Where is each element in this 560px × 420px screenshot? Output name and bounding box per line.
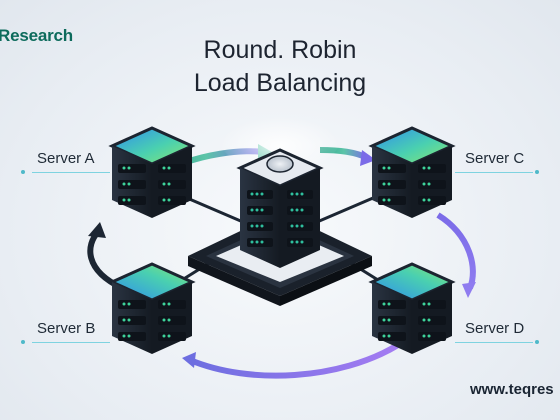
title-line-2: Load Balancing	[193, 69, 367, 97]
center-halo	[220, 110, 340, 170]
connector-to-server-c	[309, 193, 381, 227]
arrow-head-top-right-icon	[360, 150, 376, 166]
load-balancer-tower-icon	[236, 148, 324, 268]
diagram-title: Round. Robin Load Balancing	[0, 34, 560, 100]
server-c-icon	[368, 126, 456, 218]
title-line-1: Round. Robin	[203, 36, 357, 64]
brand-logo-text: Research	[0, 26, 73, 45]
server-b-label-dot	[21, 340, 25, 344]
server-b-label-line	[32, 342, 110, 343]
server-c-label-line	[455, 172, 533, 173]
server-c-label-dot	[535, 170, 539, 174]
server-d-label: Server D	[465, 320, 525, 337]
footer-url: www.teqres	[470, 381, 554, 398]
server-a-label-dot	[21, 170, 25, 174]
arrow-head-bottom-icon	[182, 352, 196, 368]
server-b-label: Server B	[37, 320, 96, 337]
arrow-head-right-icon	[462, 282, 476, 298]
arrow-server-d-to-server-b	[188, 342, 400, 379]
server-d-icon	[368, 262, 456, 354]
arrow-server-c-to-server-d	[436, 212, 476, 290]
server-b-icon	[108, 262, 196, 354]
server-a-label: Server A	[37, 150, 95, 167]
server-d-label-dot	[535, 340, 539, 344]
server-a-icon	[108, 126, 196, 218]
server-a-label-line	[32, 172, 110, 173]
arrow-head-left-icon	[88, 222, 106, 238]
server-d-label-line	[455, 342, 533, 343]
server-c-label: Server C	[465, 150, 525, 167]
